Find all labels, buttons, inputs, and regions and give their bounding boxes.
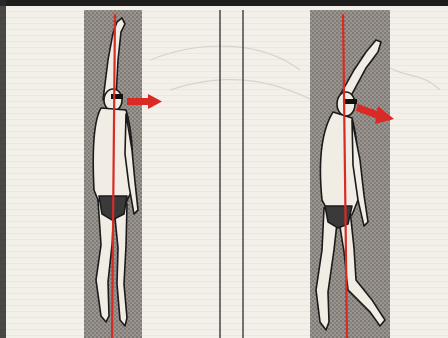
right-swimmer-goggles [345,99,357,104]
left-edge-shadow [0,0,6,338]
left-swimmer-goggles [111,94,123,99]
top-edge-shadow [0,0,448,6]
